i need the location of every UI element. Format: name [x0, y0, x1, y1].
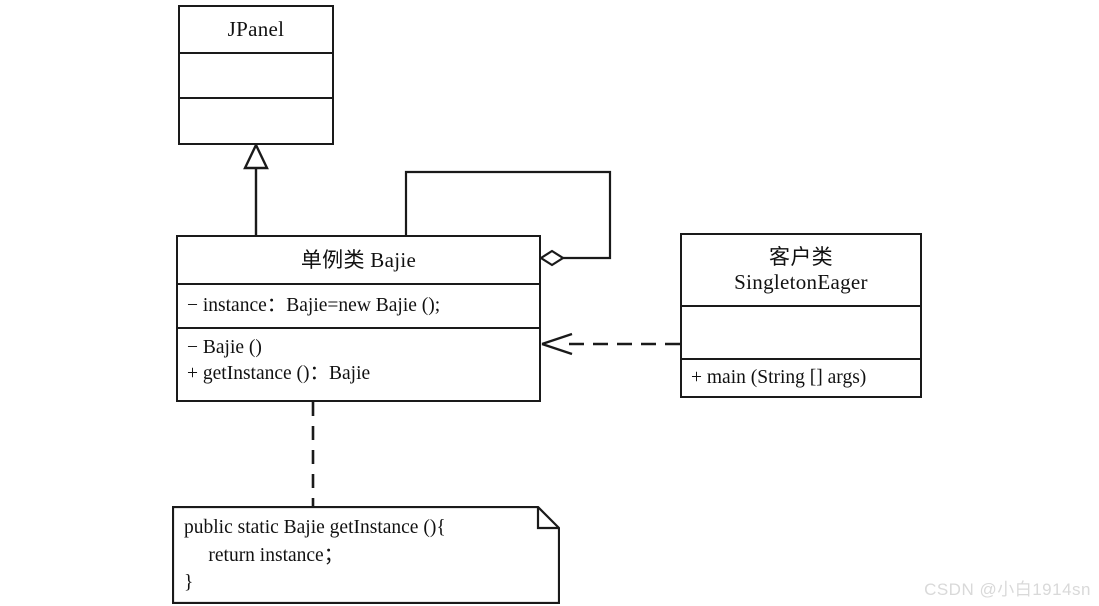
class-box-singleton[interactable]: 单例类 Bajie − instance：Bajie=new Bajie ();…	[176, 235, 541, 402]
singleton-operation-constructor: − Bajie ()	[187, 337, 262, 358]
watermark-text: CSDN @小白1914sn	[924, 580, 1091, 599]
note-box[interactable]: public static Bajie getInstance (){ retu…	[172, 506, 560, 604]
singleton-attribute-instance: − instance：Bajie=new Bajie ();	[187, 295, 441, 317]
singleton-title-compartment: 单例类 Bajie	[178, 237, 539, 283]
jpanel-operations-compartment	[180, 97, 332, 143]
jpanel-attributes-compartment	[180, 52, 332, 97]
singleton-attributes-compartment: − instance：Bajie=new Bajie ();	[178, 283, 539, 327]
note-folded-corner-icon	[536, 507, 559, 530]
client-title-compartment: 客户类 SingletonEager	[682, 235, 920, 305]
note-shape-icon	[172, 506, 560, 604]
dependency-connector	[541, 332, 680, 356]
aggregation-hollow-diamond-icon	[538, 249, 566, 267]
note-outline	[172, 506, 560, 604]
client-class-name-en: SingletonEager	[734, 270, 868, 294]
jpanel-class-name: JPanel	[227, 17, 285, 42]
dependency-open-arrow-icon	[541, 332, 573, 356]
self-aggregation-line	[404, 170, 612, 260]
generalization-hollow-triangle-icon	[243, 142, 269, 170]
singleton-operation-getinstance: + getInstance ()：Bajie	[187, 362, 371, 384]
client-attributes-compartment	[682, 305, 920, 358]
generalization-connector	[243, 142, 269, 235]
client-operations-compartment: + main (String [] args)	[682, 358, 920, 396]
singleton-operations-compartment: − Bajie () + getInstance ()：Bajie	[178, 327, 539, 400]
client-operation-main: + main (String [] args)	[691, 367, 867, 389]
jpanel-title-compartment: JPanel	[180, 7, 332, 52]
note-code-text: public static Bajie getInstance (){ retu…	[184, 517, 446, 594]
class-box-client[interactable]: 客户类 SingletonEager + main (String [] arg…	[680, 233, 922, 398]
client-class-name-cn: 客户类	[769, 245, 833, 270]
self-aggregation-connector	[404, 170, 612, 267]
class-box-jpanel[interactable]: JPanel	[178, 5, 334, 145]
singleton-class-name: 单例类 Bajie	[300, 247, 417, 272]
